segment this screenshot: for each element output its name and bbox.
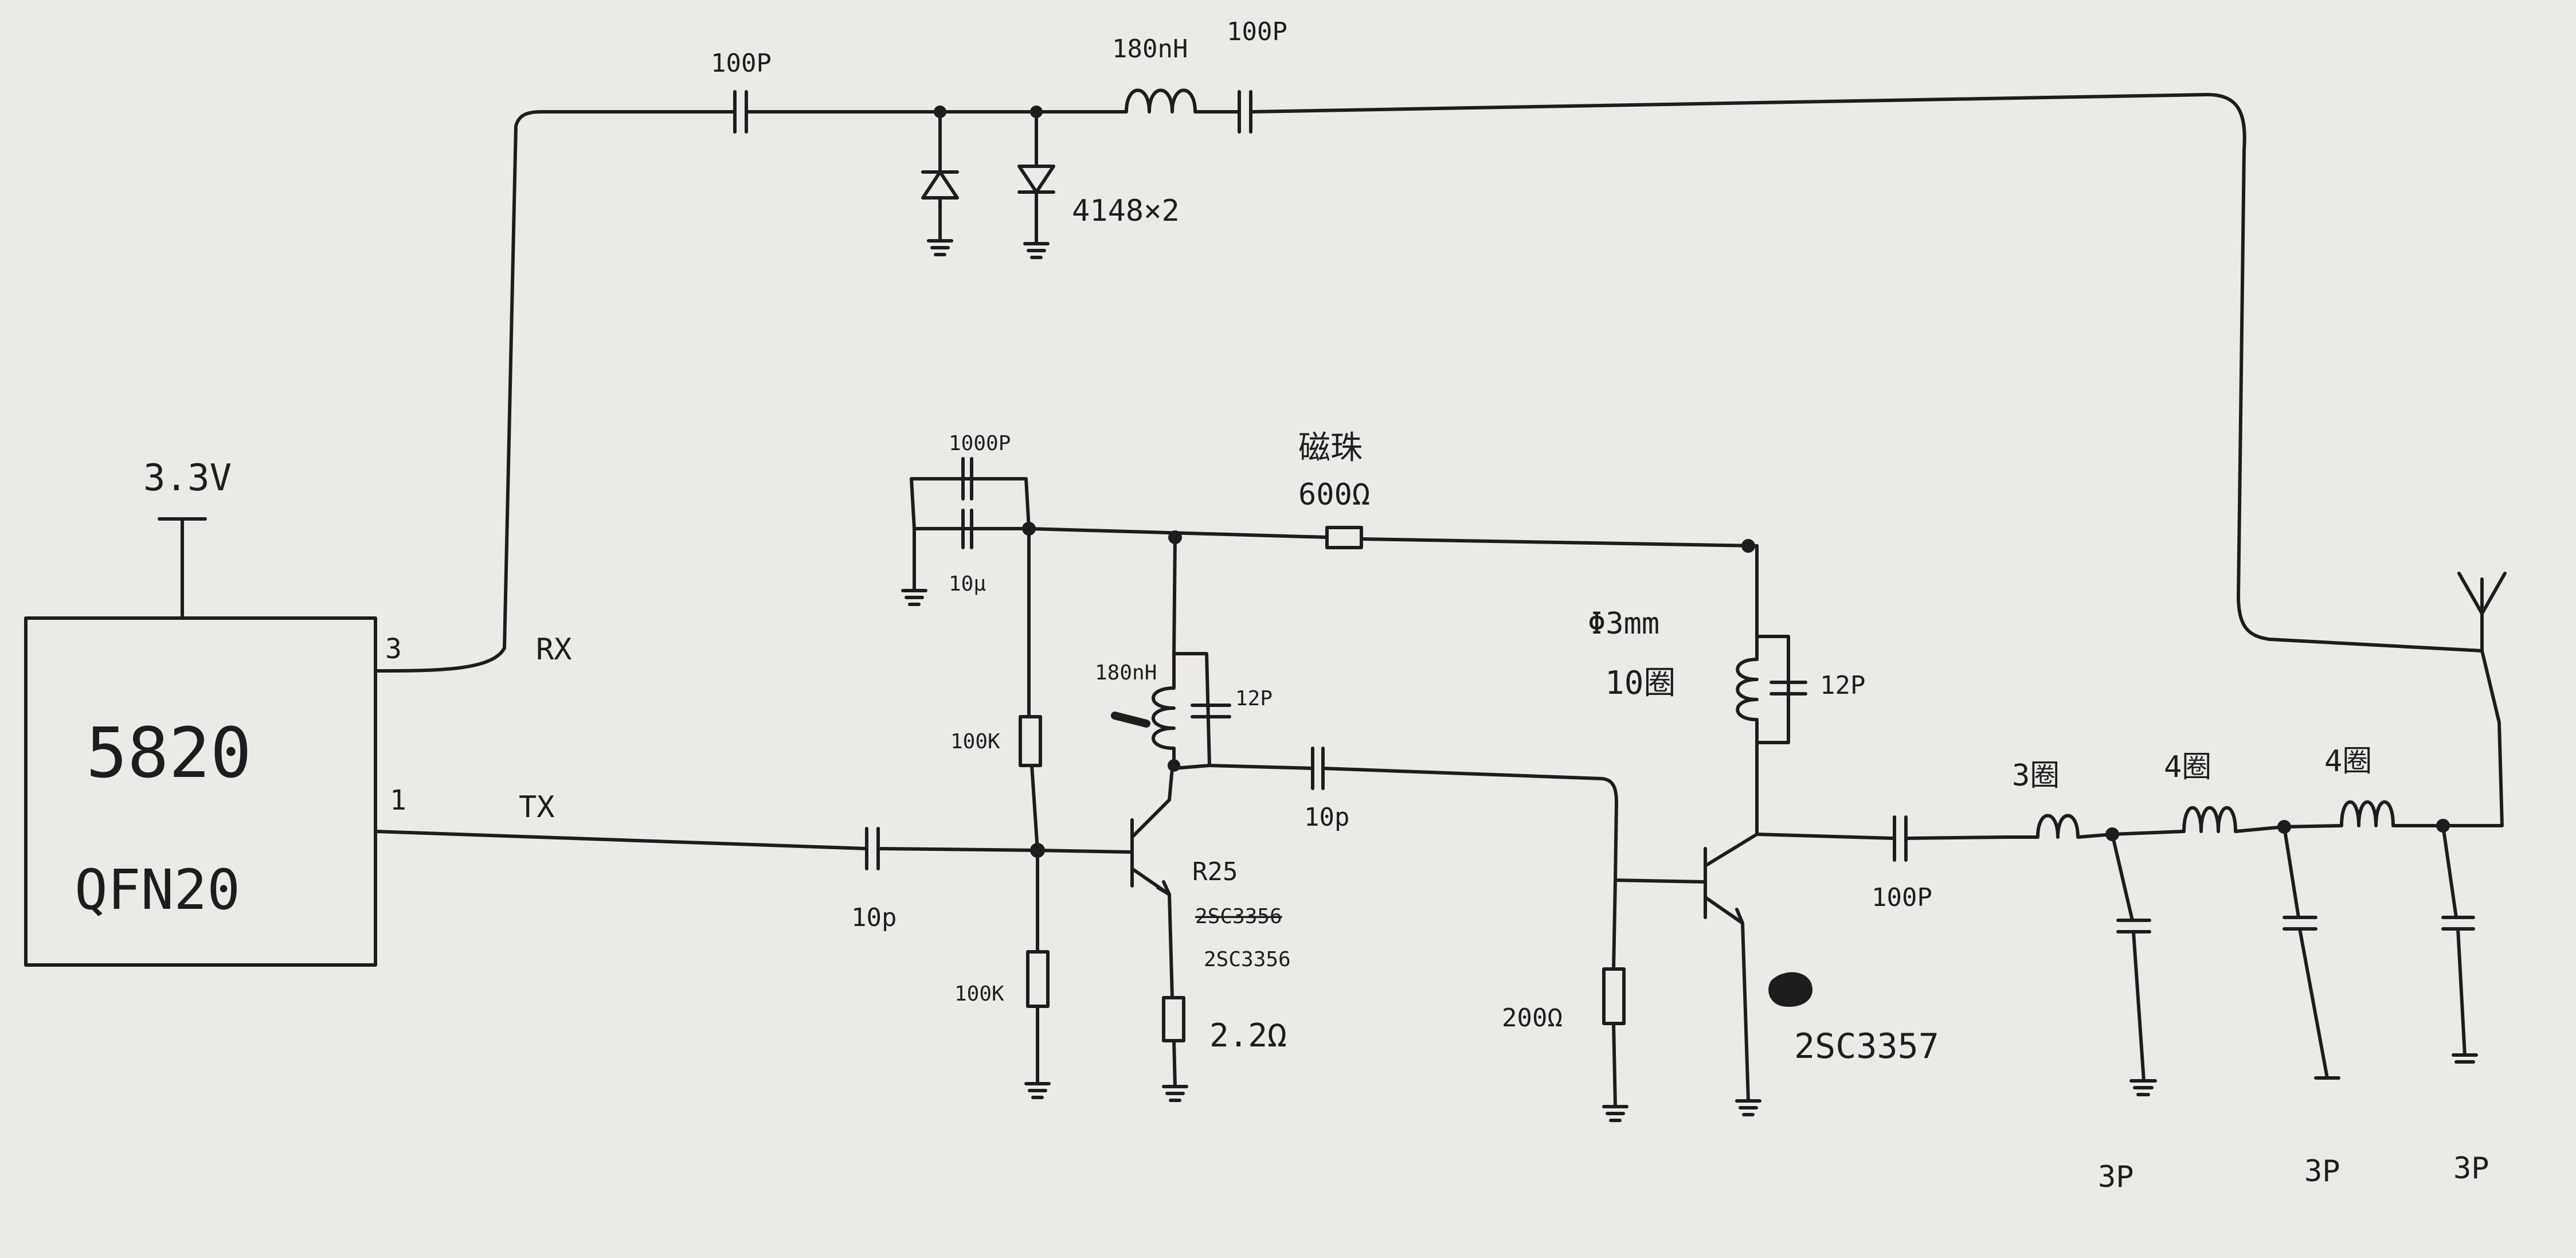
transistor-q2: 2SC3357 bbox=[1704, 833, 1939, 1116]
coupling-cap: 10p bbox=[1208, 747, 1618, 882]
rx-inductor bbox=[938, 88, 1234, 114]
q1-ref-label: R25 bbox=[1192, 857, 1238, 886]
supply-label: 3.3V bbox=[143, 457, 232, 499]
filter-c2-label: 3P bbox=[2304, 1154, 2340, 1189]
rx-cap-out-label: 100P bbox=[1227, 17, 1287, 46]
chip-5820: 5820 QFN20 3 1 bbox=[24, 616, 406, 967]
c1-label: 12P bbox=[1235, 687, 1273, 710]
tank-1: 180nH 12P bbox=[1095, 536, 1273, 772]
base-res-label: 200Ω bbox=[1502, 1003, 1563, 1033]
supply-rail: 磁珠 600Ω bbox=[1022, 429, 1759, 553]
c2-label: 12P bbox=[1820, 671, 1865, 700]
tank-2: Φ3mm 10圈 12P bbox=[1588, 544, 1865, 836]
tx-cap-in-label: 10p bbox=[851, 903, 896, 932]
transistor-q1: R25 2SC3356 2SC3356 2.2Ω bbox=[1036, 767, 1291, 1102]
filter-l1-label: 3圈 bbox=[2012, 759, 2060, 793]
output-cap: 100P bbox=[1755, 815, 2008, 912]
q1-strike-label: 2SC3356 bbox=[1195, 905, 1282, 928]
bias-divider: 100K 100K bbox=[950, 527, 1051, 1099]
chip-package-label: QFN20 bbox=[75, 858, 240, 922]
lowpass-filter: 3圈 4圈 4圈 3P 3P 3P bbox=[2005, 744, 2489, 1194]
chip-pin-rx: 3 bbox=[385, 633, 402, 665]
base-network: 200Ω bbox=[1502, 878, 1707, 1122]
filter-c1-label: 3P bbox=[2098, 1160, 2134, 1194]
scribble-mark bbox=[1768, 972, 1812, 1007]
coupling-label: 10p bbox=[1304, 803, 1349, 832]
tx-signal-label: TX bbox=[519, 790, 555, 825]
decouple-big-label: 1000P bbox=[949, 432, 1011, 455]
coil-spec-label: Φ3mm bbox=[1588, 607, 1659, 641]
filter-l3-label: 4圈 bbox=[2324, 744, 2372, 779]
bead-name-label: 磁珠 bbox=[1298, 429, 1363, 467]
emitter-res-label: 2.2Ω bbox=[1209, 1017, 1287, 1054]
rx-cap-in-label: 100P bbox=[711, 49, 772, 78]
filter-l2-label: 4圈 bbox=[2164, 750, 2211, 784]
antenna bbox=[2441, 572, 2507, 827]
filter-c3-label: 3P bbox=[2453, 1151, 2489, 1186]
decoupling: 1000P 10μ bbox=[901, 432, 1031, 606]
l1-label: 180nH bbox=[1095, 661, 1157, 685]
rx-path: RX 100P 4148×2 180nH 100P bbox=[374, 17, 2484, 673]
diode-2 bbox=[1017, 106, 1055, 259]
chip-body bbox=[24, 616, 377, 967]
tx-wire bbox=[374, 830, 868, 850]
bead-value-label: 600Ω bbox=[1298, 478, 1370, 512]
out-cap-label: 100P bbox=[1872, 883, 1932, 912]
rx-wire bbox=[374, 110, 729, 673]
rx-signal-label: RX bbox=[536, 632, 572, 667]
diodes-label: 4148×2 bbox=[1072, 194, 1180, 228]
rx-inductor-label: 180nH bbox=[1112, 34, 1188, 64]
rx-cap-in bbox=[725, 90, 942, 134]
decouple-small-label: 10μ bbox=[949, 572, 986, 596]
q2-part-label: 2SC3357 bbox=[1794, 1026, 1939, 1066]
chip-pin-tx: 1 bbox=[390, 784, 406, 816]
q1-part-label: 2SC3356 bbox=[1204, 948, 1291, 971]
bias-bottom-label: 100K bbox=[954, 982, 1004, 1006]
supply-3v3: 3.3V bbox=[143, 457, 232, 620]
diode-1 bbox=[921, 106, 959, 256]
ferrite-bead bbox=[1325, 526, 1363, 549]
bias-top-label: 100K bbox=[950, 730, 1000, 753]
tx-input: TX 10p bbox=[374, 790, 1039, 932]
rx-cap-out-wire bbox=[1231, 90, 2484, 653]
coil-turns-label: 10圈 bbox=[1605, 665, 1675, 702]
chip-part-label: 5820 bbox=[86, 714, 252, 794]
